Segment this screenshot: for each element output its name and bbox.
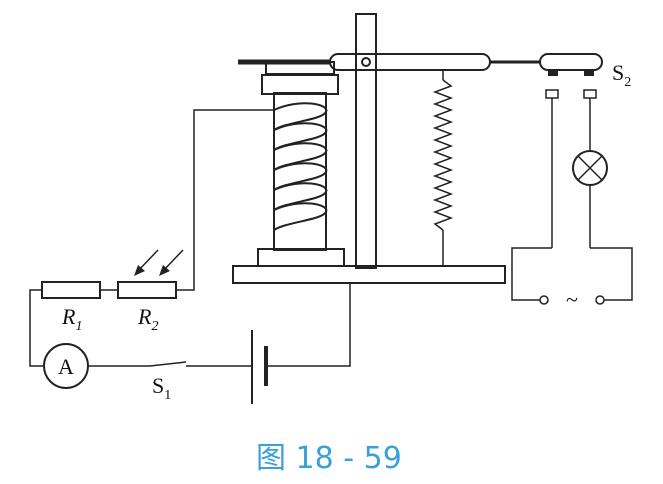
resistor-r2 <box>117 281 177 299</box>
s2-lower-left <box>545 89 559 99</box>
magnet-upper-block <box>261 74 339 95</box>
lever-arm <box>329 53 491 71</box>
s2-contact-left <box>548 70 558 76</box>
base-platform <box>232 265 506 284</box>
s2-contact-right <box>584 70 594 76</box>
ac-terminal-right <box>595 295 605 305</box>
ac-symbol: ~ <box>566 287 578 312</box>
magnet-lower-block <box>257 248 345 267</box>
label-r2: R2 <box>137 304 158 334</box>
pivot-pin <box>361 57 371 67</box>
wire-r1-to-ammeter <box>29 289 44 367</box>
figure-caption: 图 18 - 59 <box>256 441 402 476</box>
s2-top-contact <box>539 53 603 71</box>
coil-winding <box>273 102 328 231</box>
label-s2: S2 <box>612 60 631 90</box>
resistor-r1 <box>41 281 101 299</box>
support-post <box>355 13 377 269</box>
wire-battery-to-base <box>266 283 351 367</box>
spring <box>432 79 454 231</box>
label-r1: R1 <box>61 304 82 334</box>
light-arrows-icon <box>134 249 184 276</box>
wire-coil-to-r2 <box>176 109 274 291</box>
switch-s1-blade <box>149 361 187 367</box>
label-s1: S1 <box>152 373 171 403</box>
ac-terminal-left <box>539 295 549 305</box>
ammeter-label: A <box>58 354 74 379</box>
s2-lower-right <box>583 89 597 99</box>
wire-ac-right <box>590 247 633 301</box>
wire-ac-left <box>511 247 552 301</box>
lamp-icon <box>572 150 608 186</box>
